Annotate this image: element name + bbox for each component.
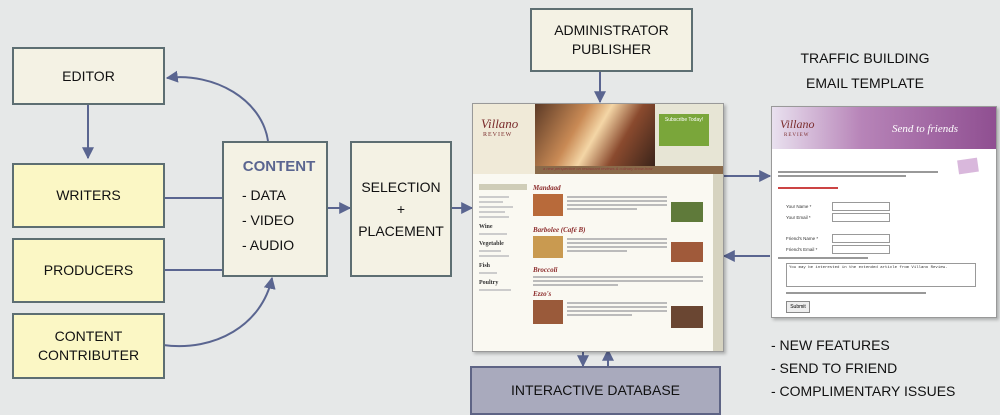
- contributor-label-line1: CONTENT: [54, 328, 123, 344]
- friend-email-input[interactable]: [832, 245, 890, 254]
- content-item-audio: - AUDIO: [242, 237, 295, 253]
- your-email-input[interactable]: [832, 213, 890, 222]
- site-logo-sub: REVIEW: [483, 132, 513, 138]
- message-text: You may be interested in the extended ar…: [789, 266, 948, 270]
- email-template-screenshot: Villano REVIEW Send to friends Your Name…: [771, 106, 997, 318]
- producers-label: PRODUCERS: [43, 262, 134, 278]
- food-photo-6: [671, 306, 703, 328]
- contributor-to-content-arrow: [162, 276, 276, 348]
- section-head-3: Broccoli: [533, 266, 558, 274]
- friend-name-input[interactable]: [832, 234, 890, 243]
- placement-label: PLACEMENT: [358, 223, 444, 239]
- email-logo-sub: REVIEW: [784, 133, 810, 138]
- email-title-line1: TRAFFIC BUILDING: [800, 50, 930, 66]
- field-friend-name: Friend's Name *: [786, 236, 819, 241]
- email-template-title: TRAFFIC BUILDING EMAIL TEMPLATE: [770, 48, 960, 94]
- feature-new-features: - NEW FEATURES: [771, 337, 890, 353]
- database-label: INTERACTIVE DATABASE: [510, 382, 681, 398]
- submit-button[interactable]: Submit: [786, 301, 810, 313]
- section-head-1: Mandaad: [533, 184, 561, 192]
- features-list: - NEW FEATURES - SEND TO FRIEND - COMPLI…: [771, 334, 955, 403]
- editor-label: EDITOR: [62, 67, 115, 84]
- content-box: CONTENT - DATA - VIDEO - AUDIO: [222, 141, 328, 277]
- producers-box: PRODUCERS: [12, 238, 165, 303]
- plus-label: +: [396, 201, 406, 217]
- sidebar-item-wine[interactable]: Wine: [479, 224, 493, 230]
- content-contributor-box: CONTENT CONTRIBUTER: [12, 313, 165, 379]
- email-title-line2: EMAIL TEMPLATE: [806, 75, 924, 91]
- administrator-publisher-box: ADMINISTRATOR PUBLISHER: [530, 8, 693, 72]
- food-photo-1: [533, 194, 563, 216]
- site-articles: Mandaad Barbolee (Café B) Broccoli Ezzo'…: [533, 184, 703, 349]
- food-photo-2: [671, 202, 703, 222]
- sidebar-item-vegetable[interactable]: Vegetable: [479, 241, 504, 247]
- site-hero-image: [535, 104, 655, 166]
- writers-box: WRITERS: [12, 163, 165, 228]
- website-screenshot: Villano REVIEW Subscribe Today! a new pe…: [472, 103, 724, 352]
- message-textarea[interactable]: You may be interested in the extended ar…: [786, 263, 976, 287]
- food-photo-3: [533, 236, 563, 258]
- writers-label: WRITERS: [56, 187, 121, 203]
- administrator-label: ADMINISTRATOR: [554, 22, 669, 38]
- contributor-label-line2: CONTRIBUTER: [37, 347, 140, 363]
- food-photo-4: [671, 242, 703, 262]
- editor-box: EDITOR: [12, 47, 165, 105]
- publisher-label: PUBLISHER: [571, 41, 652, 57]
- email-logo: Villano: [780, 117, 815, 131]
- site-sidebar: Wine Vegetable Fish Poultry: [479, 184, 527, 346]
- sidebar-item-fish[interactable]: Fish: [479, 263, 491, 269]
- subscribe-banner[interactable]: Subscribe Today!: [659, 114, 709, 146]
- your-name-input[interactable]: [832, 202, 890, 211]
- site-logo: Villano: [481, 116, 519, 131]
- field-your-name: Your Name *: [786, 204, 812, 209]
- content-item-video: - VIDEO: [242, 212, 295, 228]
- content-title: CONTENT: [242, 158, 316, 175]
- site-tagline: a new perspective on restaurant reviews …: [543, 166, 653, 171]
- email-heading: Send to friends: [892, 123, 958, 135]
- food-photo-5: [533, 300, 563, 324]
- section-head-2: Barbolee (Café B): [533, 226, 586, 234]
- sidebar-item-poultry[interactable]: Poultry: [479, 280, 499, 286]
- feature-send-to-friend: - SEND TO FRIEND: [771, 360, 898, 376]
- field-friend-email: Friend's Email *: [786, 247, 818, 252]
- section-head-4: Ezzo's: [533, 290, 552, 298]
- selection-label: SELECTION: [361, 179, 441, 195]
- content-to-editor-arrow: [165, 70, 269, 142]
- content-item-data: - DATA: [242, 187, 286, 203]
- subscribe-label: Subscribe Today!: [664, 117, 704, 123]
- envelope-icon: [957, 157, 979, 175]
- interactive-database-box: INTERACTIVE DATABASE: [470, 366, 721, 415]
- feature-complimentary-issues: - COMPLIMENTARY ISSUES: [771, 383, 956, 399]
- field-your-email: Your Email *: [786, 215, 811, 220]
- selection-placement-box: SELECTION + PLACEMENT: [350, 141, 452, 277]
